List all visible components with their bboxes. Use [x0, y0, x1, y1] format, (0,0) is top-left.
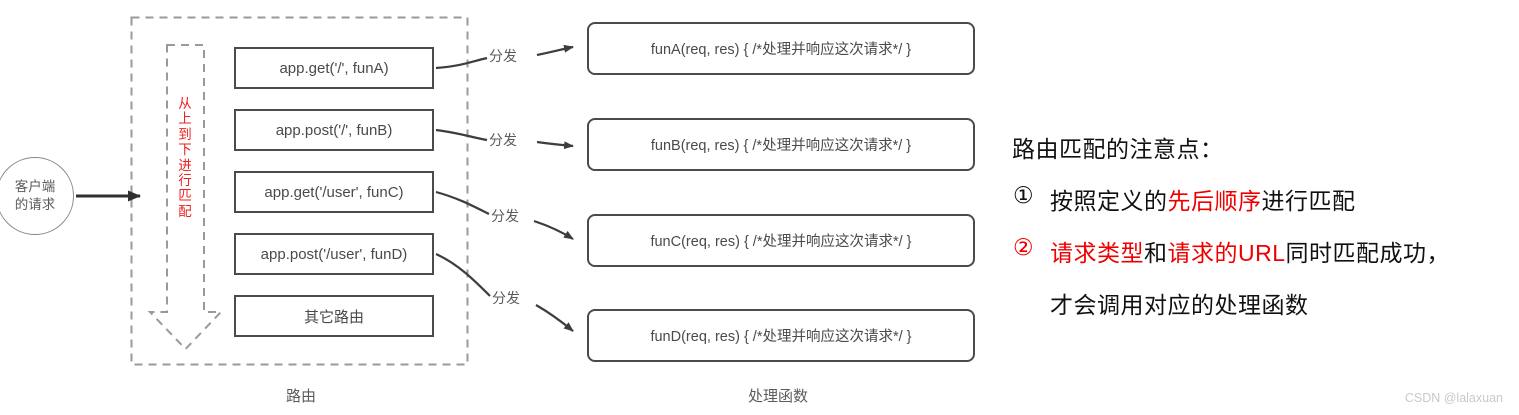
client-request-node: 客户端 的请求	[0, 157, 74, 235]
client-request-line2: 的请求	[14, 197, 56, 212]
connector-route4-to-funD	[435, 252, 491, 297]
notes-item2-marker: ②	[1013, 234, 1034, 260]
watermark: CSDN @lalaxuan	[1404, 391, 1503, 405]
notes-item2-tail: 同时匹配成功，	[1285, 240, 1451, 266]
notes-item1-part2: 进行匹配	[1261, 188, 1356, 214]
top-to-bottom-label: 从上到下进行匹配	[178, 96, 192, 219]
route-box-2[interactable]: app.post('/', funB)	[234, 109, 434, 151]
route-box-1[interactable]: app.get('/', funA)	[234, 47, 434, 89]
client-request-line1: 客户端	[14, 178, 56, 194]
connector-route4-to-funD-head	[535, 304, 574, 332]
routes-caption: 路由	[286, 388, 317, 405]
handlers-caption: 处理函数	[748, 388, 809, 405]
notes-item2-mid: 和	[1144, 240, 1168, 266]
dispatch-label-1: 分发	[489, 48, 517, 64]
route-box-4-label: app.post('/user', funD)	[260, 245, 408, 263]
handler-box-3[interactable]: funC(req, res) { /*处理并响应这次请求*/ }	[587, 214, 975, 267]
connector-route2-to-funB-head	[536, 140, 574, 150]
notes-item2-highlight1: 请求类型	[1050, 240, 1144, 266]
route-box-2-label: app.post('/', funB)	[275, 121, 393, 139]
notes-item2-highlight2: 请求的URL	[1167, 240, 1286, 266]
connector-route3-to-funC	[435, 190, 490, 215]
route-box-5[interactable]: 其它路由	[234, 295, 434, 337]
handler-box-4[interactable]: funD(req, res) { /*处理并响应这次请求*/ }	[587, 309, 975, 362]
dispatch-label-4: 分发	[492, 290, 520, 306]
top-to-bottom-dashed-arrow	[147, 44, 224, 351]
connector-route3-to-funC-head	[533, 219, 574, 240]
route-box-3[interactable]: app.get('/user', funC)	[234, 171, 434, 213]
handler-box-2[interactable]: funB(req, res) { /*处理并响应这次请求*/ }	[587, 118, 975, 171]
notes-item1-highlight: 先后顺序	[1167, 188, 1262, 214]
dispatch-label-2: 分发	[489, 132, 517, 148]
route-box-5-label: 其它路由	[303, 308, 364, 326]
handler-box-3-label: funC(req, res) { /*处理并响应这次请求*/ }	[650, 234, 912, 250]
handler-box-1-label: funA(req, res) { /*处理并响应这次请求*/ }	[650, 42, 912, 58]
route-box-1-label: app.get('/', funA)	[279, 59, 389, 77]
dispatch-label-3: 分发	[491, 208, 519, 224]
handler-box-4-label: funD(req, res) { /*处理并响应这次请求*/ }	[650, 329, 912, 345]
notes-item1-part1: 按照定义的	[1050, 188, 1168, 214]
handler-box-1[interactable]: funA(req, res) { /*处理并响应这次请求*/ }	[587, 22, 975, 75]
handler-box-2-label: funB(req, res) { /*处理并响应这次请求*/ }	[650, 138, 912, 154]
notes-item2-text-line1: 请求类型和请求的URL同时匹配成功，	[1050, 234, 1450, 268]
connector-route2-to-funB	[435, 128, 488, 142]
route-box-3-label: app.get('/user', funC)	[264, 183, 404, 201]
notes-title: 路由匹配的注意点：	[1012, 136, 1224, 162]
notes-item1-text: 按照定义的先后顺序进行匹配	[1050, 182, 1356, 216]
notes-item2-text-line2: 才会调用对应的处理函数	[1050, 292, 1309, 318]
notes-item1-marker: ①	[1013, 182, 1034, 208]
route-box-4[interactable]: app.post('/user', funD)	[234, 233, 434, 275]
connector-route1-to-funA-head	[536, 44, 574, 57]
connector-route1-to-funA	[435, 56, 488, 70]
